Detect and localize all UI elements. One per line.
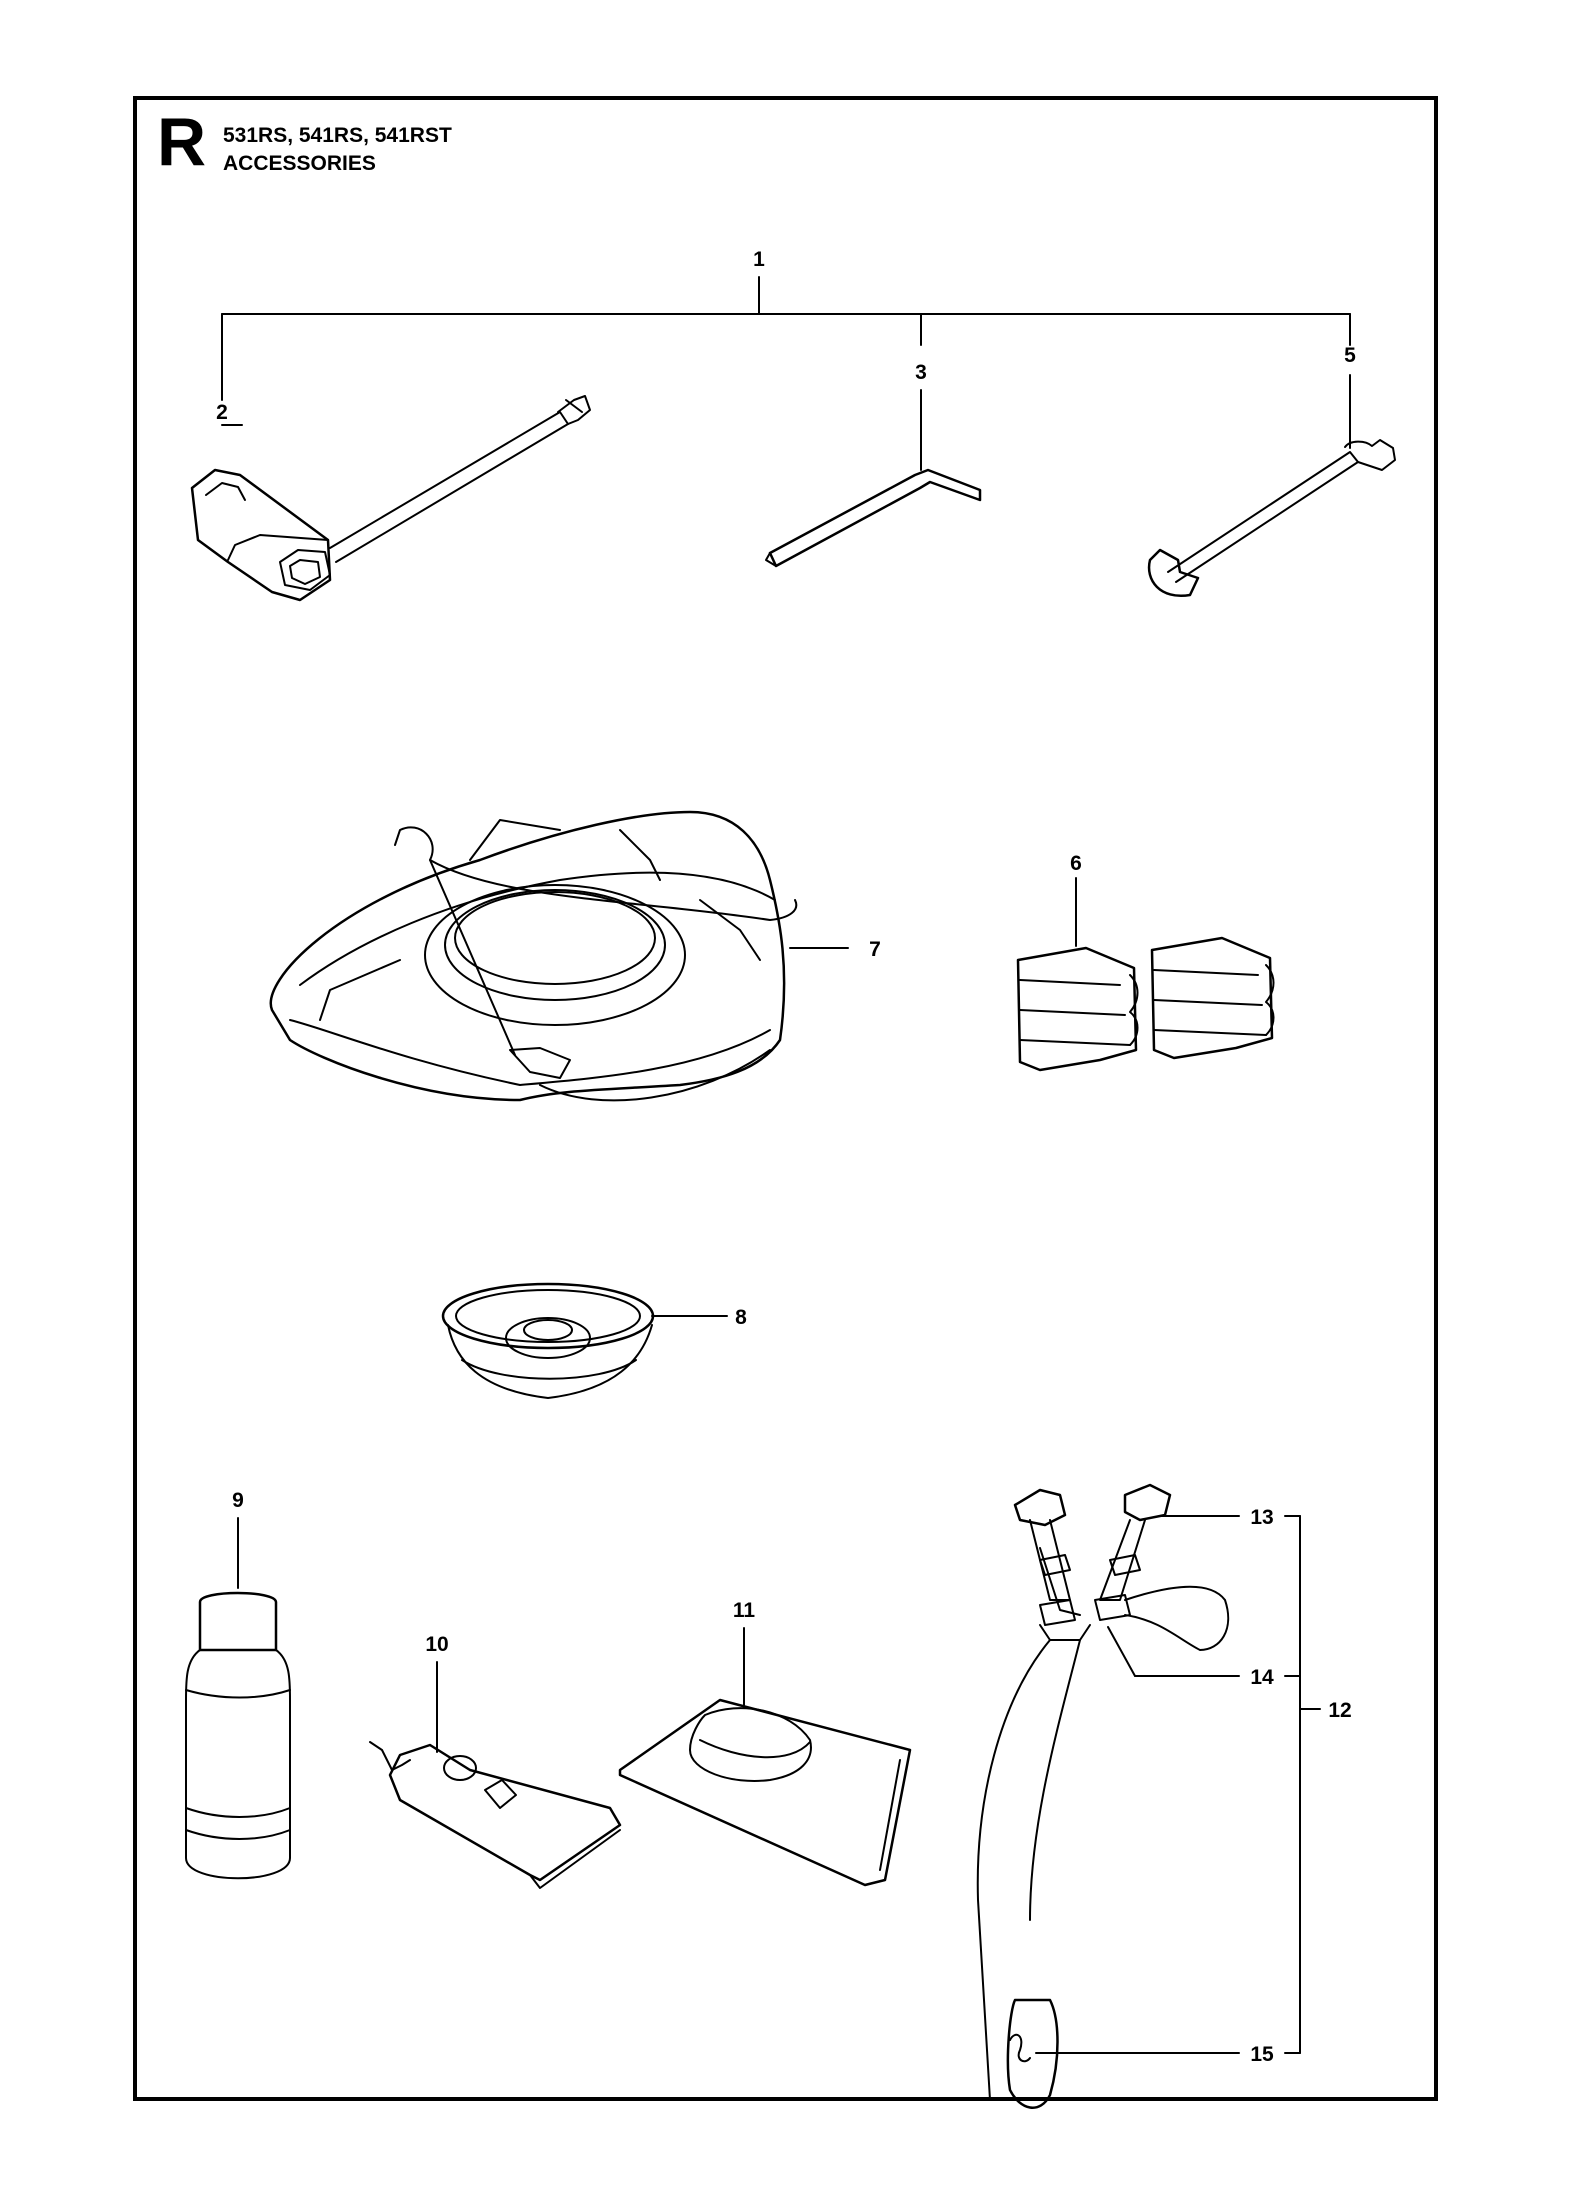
callout-5: 5 [1344, 344, 1356, 367]
callout-9: 9 [232, 1489, 244, 1512]
callout-11: 11 [733, 1599, 756, 1622]
callout-2: 2 [216, 401, 228, 424]
oil-bottle-illustration [185, 1517, 291, 1880]
callout-7: 7 [869, 938, 881, 961]
callout-1: 1 [753, 248, 765, 271]
callout-10: 10 [425, 1633, 448, 1656]
callout-6: 6 [1070, 852, 1082, 875]
callout-3: 3 [915, 361, 927, 384]
support-cup-illustration [441, 1282, 728, 1399]
open-end-wrench-illustration [1147, 374, 1396, 598]
page-title: ACCESSORIES [223, 152, 376, 175]
harness-illustration [976, 1483, 1321, 2109]
spark-plug-spanner-illustration [190, 395, 591, 602]
callout-13: 13 [1250, 1506, 1273, 1529]
callout-15: 15 [1250, 2043, 1274, 2066]
hex-key-illustration [765, 389, 982, 568]
callout-labels: 1 2 3 5 6 7 8 9 10 11 12 13 14 15 [216, 248, 1356, 2066]
tool-kit-bracket [221, 276, 1351, 401]
harness-bag-illustration [618, 1627, 912, 1887]
callout-8: 8 [735, 1306, 747, 1329]
felt-pads-illustration [1016, 877, 1275, 1072]
section-letter: R [157, 104, 207, 180]
page-frame [133, 96, 1438, 2101]
callout-14: 14 [1250, 1666, 1274, 1689]
callout-12: 12 [1328, 1699, 1351, 1722]
trimmer-guard-illustration [269, 810, 849, 1102]
grease-tube-illustration [369, 1661, 622, 1889]
model-numbers: 531RS, 541RS, 541RST [223, 124, 452, 147]
